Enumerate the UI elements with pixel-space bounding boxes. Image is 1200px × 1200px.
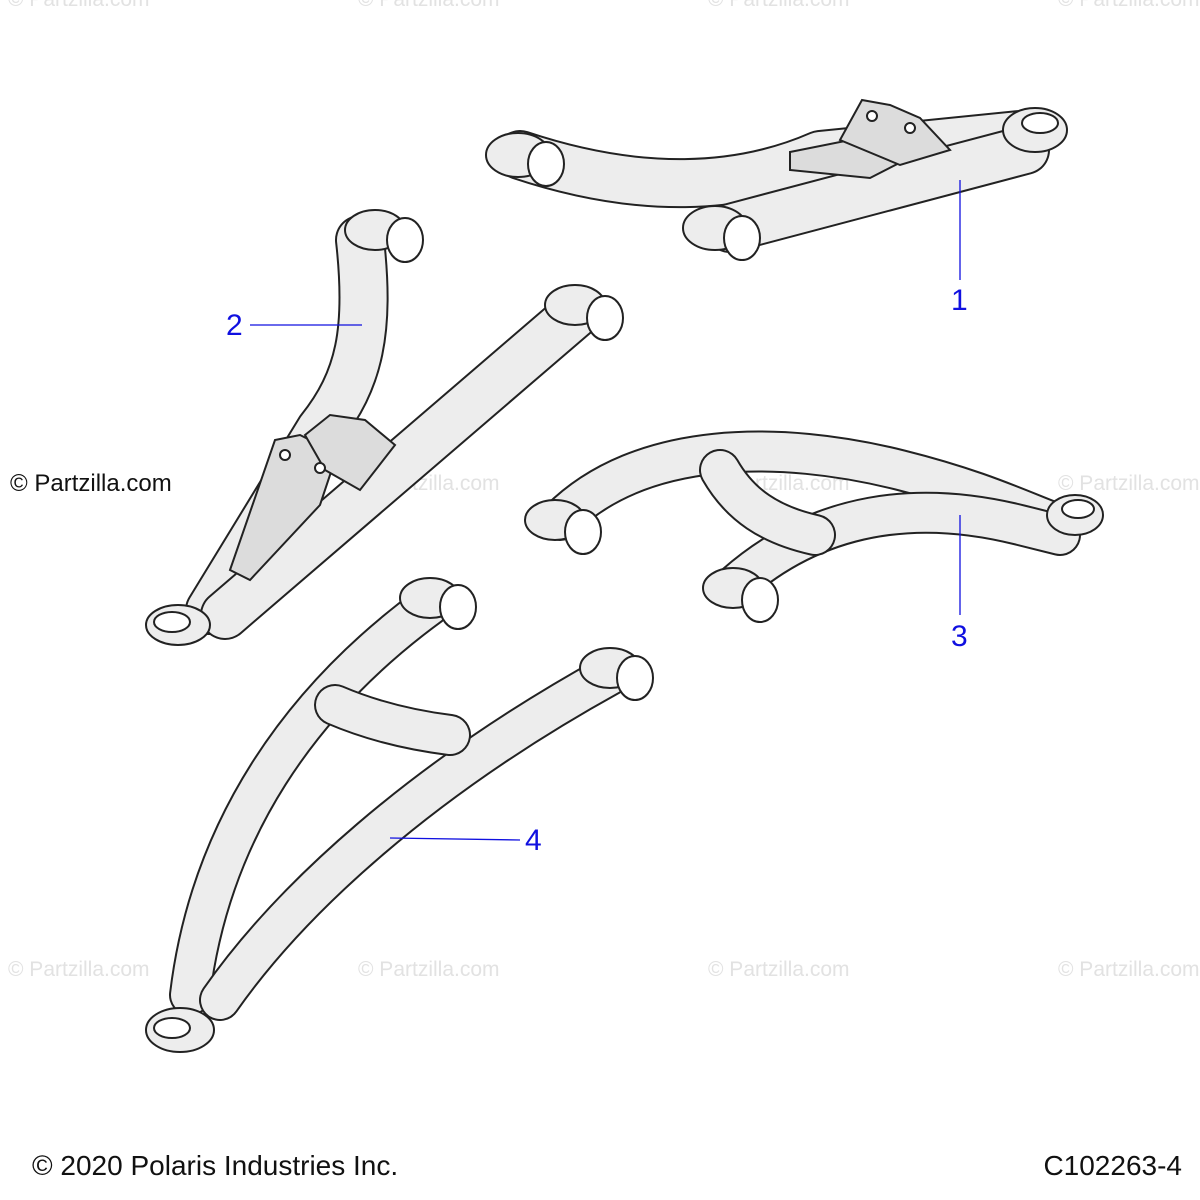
control-arm-part-3 bbox=[524, 430, 1104, 623]
site-credit: © Partzilla.com bbox=[10, 470, 172, 497]
watermark-text: © Partzilla.com bbox=[358, 958, 500, 981]
watermark-text: © Partzilla.com bbox=[8, 0, 150, 12]
watermark-text: © Partzilla.com bbox=[8, 958, 150, 981]
control-arm-part-4 bbox=[145, 577, 654, 1053]
watermark-text: © Partzilla.com bbox=[708, 0, 850, 12]
control-arm-part-1 bbox=[485, 98, 1068, 261]
callout-label-1: 1 bbox=[951, 284, 968, 317]
watermark-text: © Partzilla.com bbox=[1058, 0, 1200, 12]
callout-label-3: 3 bbox=[951, 620, 968, 653]
leader-line-4 bbox=[389, 837, 521, 841]
watermark-text: © Partzilla.com bbox=[358, 0, 500, 12]
watermark-text: © Partzilla.com bbox=[708, 958, 850, 981]
control-arm-part-2 bbox=[145, 209, 624, 646]
copyright-notice: © 2020 Polaris Industries Inc. bbox=[32, 1150, 399, 1181]
watermark-text: © Partzilla.com bbox=[1058, 472, 1200, 495]
callout-label-2: 2 bbox=[226, 309, 243, 342]
callout-label-4: 4 bbox=[525, 824, 542, 857]
watermark-text: © Partzilla.com bbox=[1058, 958, 1200, 981]
diagram-id: C102263-4 bbox=[1043, 1150, 1182, 1181]
